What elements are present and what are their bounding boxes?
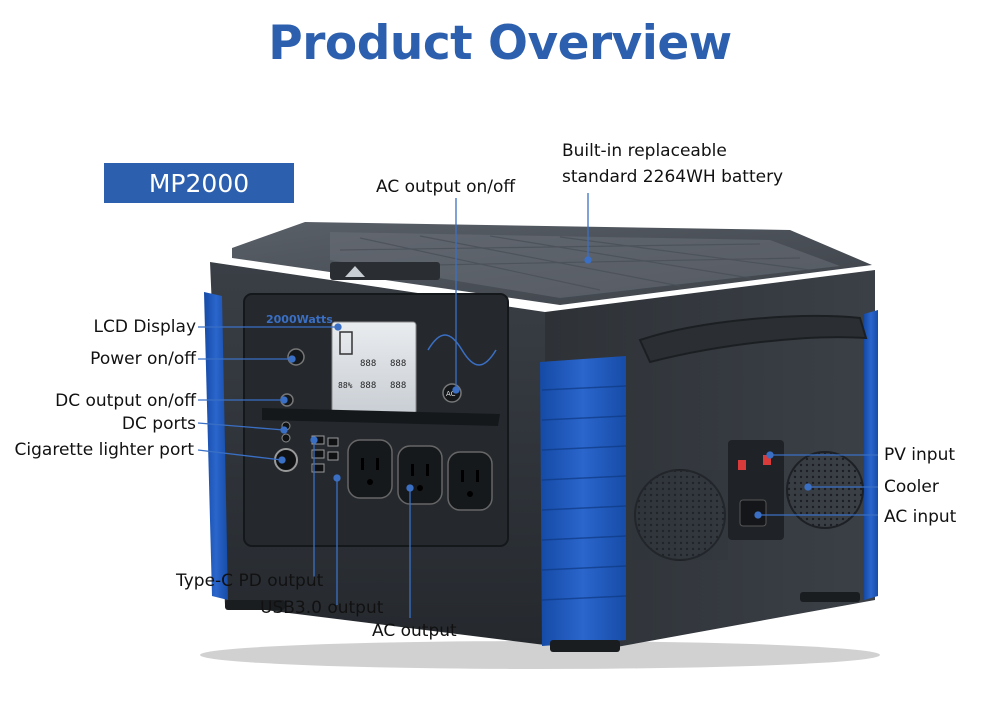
lcd-readout-4: 888	[390, 381, 406, 391]
usb-port-3[interactable]	[311, 463, 325, 473]
ac-outlet-1[interactable]	[347, 439, 393, 499]
ac-outlet-3[interactable]	[447, 451, 493, 511]
model-badge: MP2000	[104, 163, 294, 203]
page-title: Product Overview	[268, 16, 732, 71]
lcd-readout-3: 888	[360, 381, 376, 391]
callout-ac-onoff: AC output on/off	[376, 177, 516, 197]
callout-lcd-display: LCD Display	[93, 317, 197, 337]
callout-ac-output: AC output	[372, 621, 457, 641]
ac-input-socket[interactable]	[739, 499, 767, 527]
cooler-fan-right	[786, 451, 864, 529]
callout-battery-line1: Built-in replaceable	[562, 141, 727, 161]
callout-ac-input: AC input	[884, 507, 957, 527]
center-blue-trim	[540, 356, 626, 646]
lcd-readout-5: 88%	[338, 381, 353, 390]
sine-wave-graphic	[427, 334, 497, 366]
pv-input-switch-2[interactable]	[763, 455, 771, 465]
usb-port-2[interactable]	[311, 449, 325, 459]
dc-port-2[interactable]	[281, 433, 291, 443]
panel-rating-text: 2000Watts	[266, 313, 333, 326]
callout-typec: Type-C PD output	[176, 571, 324, 591]
ac-outlet-2[interactable]	[397, 445, 443, 505]
lcd-battery-icon	[339, 331, 353, 355]
callout-power-onoff: Power on/off	[90, 349, 196, 369]
callout-cooler: Cooler	[884, 477, 939, 497]
lcd-readout-1: 888	[360, 359, 376, 369]
callout-cig-port: Cigarette lighter port	[14, 440, 194, 460]
cigarette-lighter-port[interactable]	[274, 448, 298, 472]
left-blue-trim	[204, 292, 228, 600]
callout-dc-onoff: DC output on/off	[55, 391, 196, 411]
device-side	[545, 270, 875, 650]
callout-battery-line2: standard 2264WH battery	[562, 167, 784, 187]
callout-pv-input: PV input	[884, 445, 956, 465]
lcd-readout-2: 888	[390, 359, 406, 369]
carry-handle[interactable]	[638, 315, 868, 364]
pv-input-switch-1[interactable]	[738, 460, 746, 470]
callout-dc-ports: DC ports	[121, 414, 196, 434]
callout-usb3: USB3.0 output	[260, 598, 384, 618]
leader-lines	[197, 193, 878, 618]
cooler-fan-left	[634, 469, 726, 561]
typec-port-1[interactable]	[327, 437, 339, 447]
brand-logo-icon	[345, 266, 365, 277]
brand-plate	[330, 262, 440, 280]
typec-port-2[interactable]	[327, 451, 339, 461]
ac-button-label: AC	[446, 390, 456, 398]
port-flaps	[262, 408, 500, 426]
